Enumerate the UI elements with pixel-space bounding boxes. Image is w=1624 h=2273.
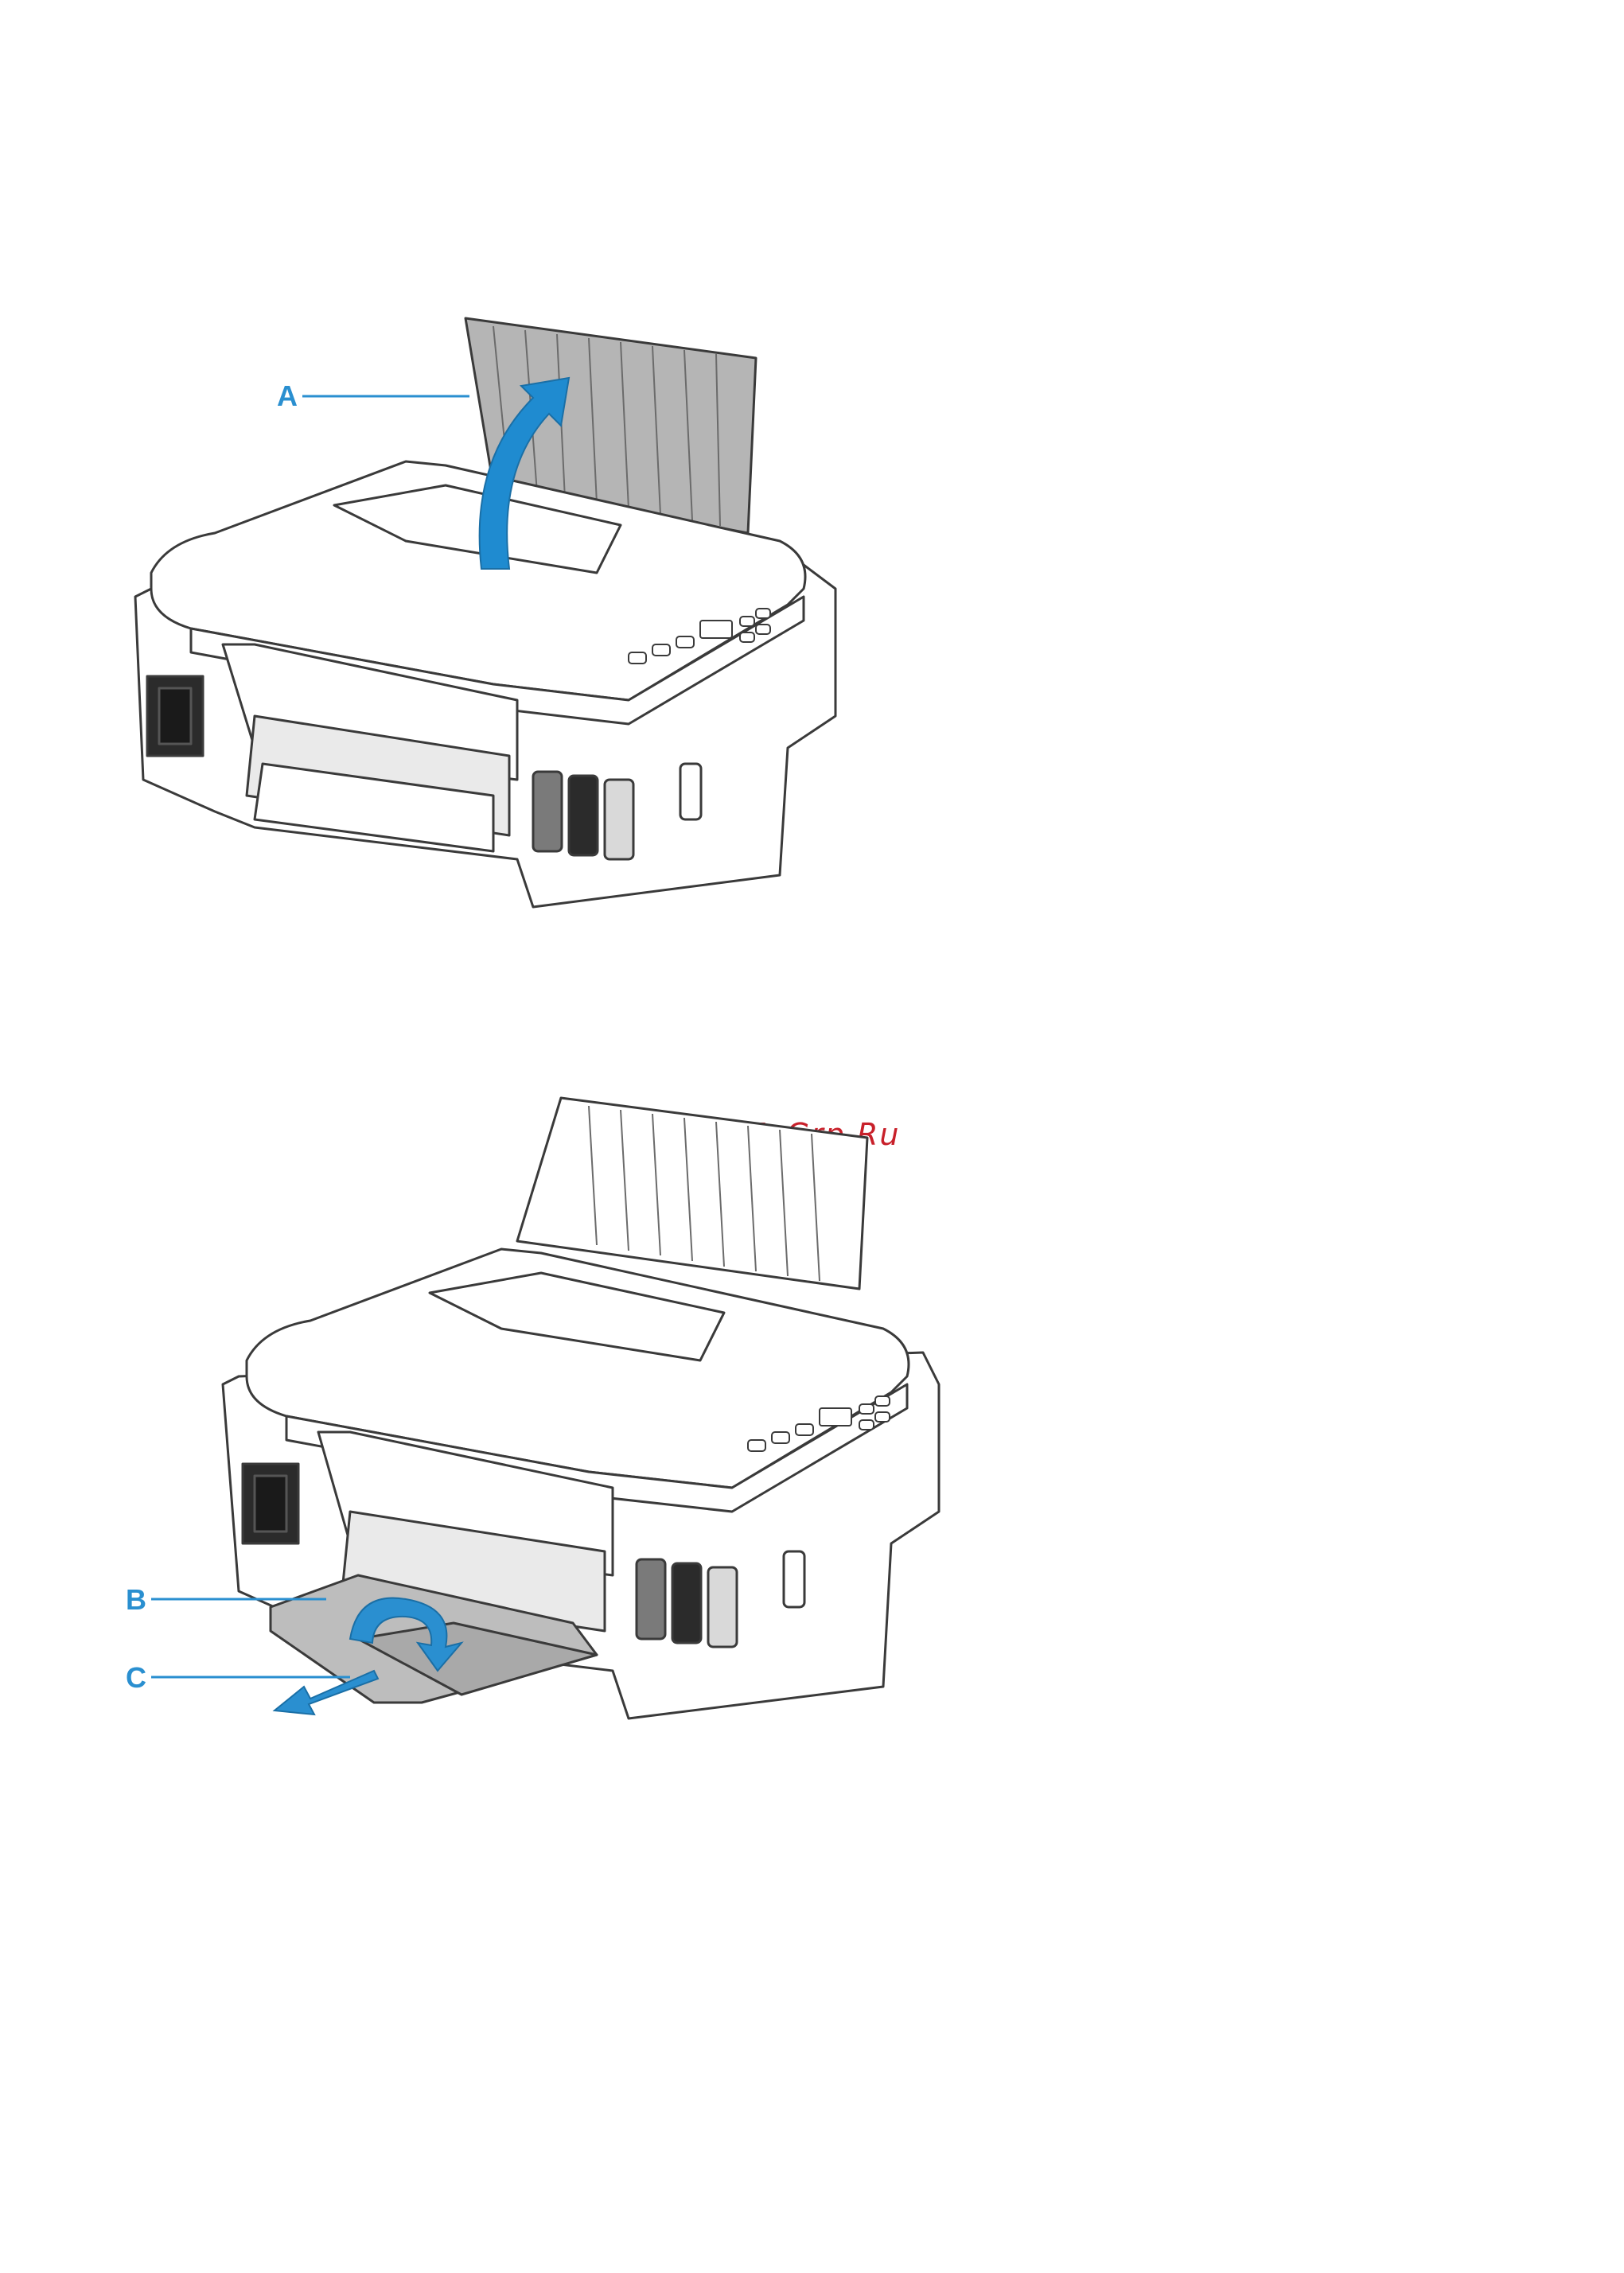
ink-tank-3 bbox=[708, 1567, 737, 1647]
callout-a-label: A bbox=[277, 379, 298, 412]
ink-tank-1 bbox=[637, 1559, 665, 1639]
printer-illustration-2: B C bbox=[119, 1082, 979, 1734]
ink-tank-3 bbox=[605, 780, 633, 859]
callout-c-label: C bbox=[126, 1661, 146, 1694]
callout-b-label: B bbox=[126, 1583, 146, 1616]
printer-illustration-1: A bbox=[119, 302, 915, 923]
ink-tank-2 bbox=[672, 1563, 701, 1643]
figure-paper-support: A bbox=[119, 302, 915, 923]
ink-tank-2 bbox=[569, 776, 598, 855]
ink-tank-1 bbox=[533, 772, 562, 851]
figure-output-tray: B C bbox=[119, 1082, 979, 1734]
